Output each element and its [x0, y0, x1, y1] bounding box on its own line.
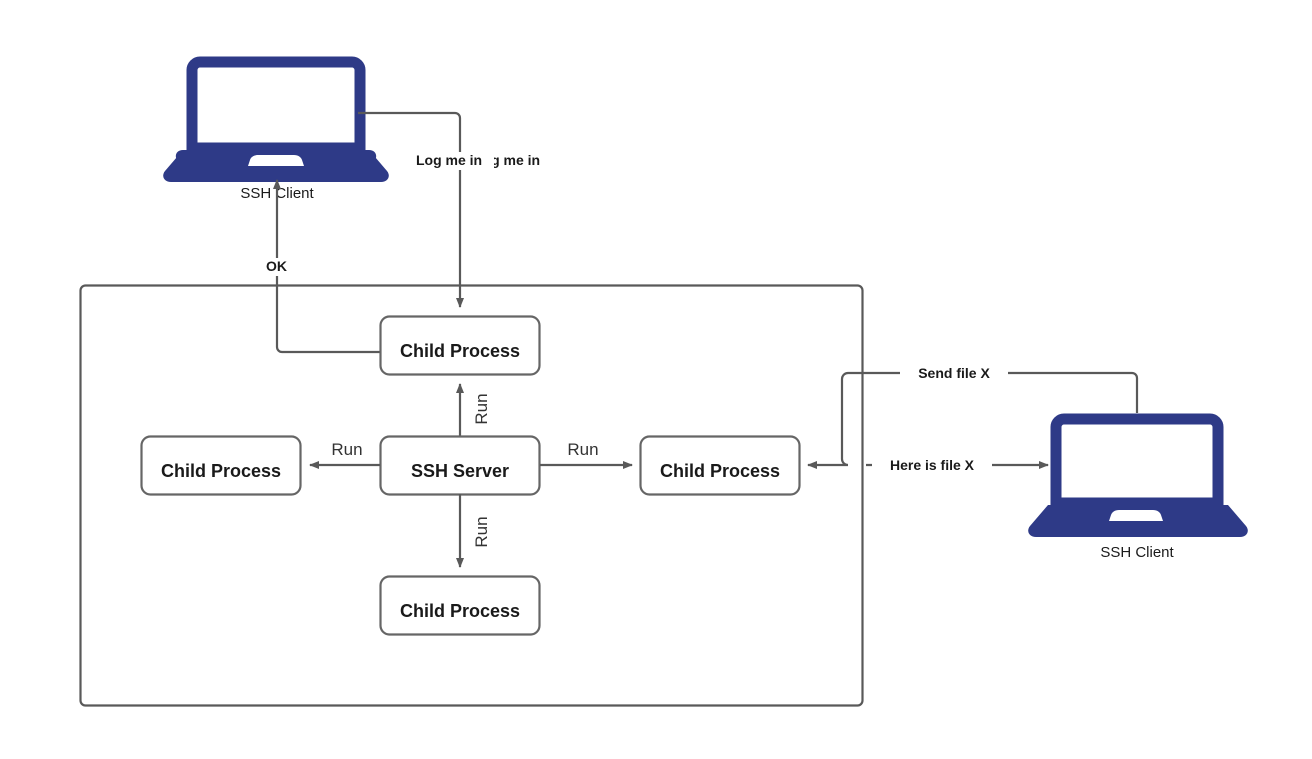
edge-run-right-label: Run: [567, 440, 598, 459]
child-process-right-label: Child Process: [660, 461, 780, 481]
laptop-icon: [1050, 413, 1224, 509]
child-process-top-node: Child Process: [379, 315, 541, 376]
child-process-right-node: Child Process: [639, 435, 801, 496]
child-process-bottom-label: Child Process: [400, 601, 520, 621]
child-process-bottom-node: Child Process: [379, 575, 541, 636]
child-process-right-box: [639, 435, 801, 496]
child-process-bottom-box: [379, 575, 541, 636]
edge-run-down-label: Run: [472, 516, 491, 547]
log-me-in-label-backdrop: [416, 152, 494, 170]
edge-run-left-label: Run: [331, 440, 362, 459]
edge-ok-label-top: OK: [266, 258, 287, 274]
child-process-left-label: Child Process: [161, 461, 281, 481]
ssh-server-host-boundary: [79, 284, 864, 707]
ssh-client-right-caption: SSH Client: [1100, 544, 1174, 561]
ok-label-backdrop: [264, 258, 296, 276]
ssh-server-label: SSH Server: [411, 461, 509, 481]
child-process-left-node: Child Process: [140, 435, 302, 496]
edge-ok: [273, 179, 380, 354]
child-process-top-box: [379, 315, 541, 376]
edge-run-up-label: Run: [472, 393, 491, 424]
laptop-notch-icon: [248, 155, 304, 166]
ssh-client-right-laptop: [1028, 413, 1248, 537]
laptop-icon: [186, 56, 366, 154]
ssh-client-top-laptop: [163, 56, 389, 182]
edge-send-file-x-label-top: Send file X: [918, 365, 990, 381]
send-file-label-backdrop: [900, 365, 1008, 383]
edge-send-file-x: [807, 371, 1139, 469]
edge-log-me-in: [358, 111, 464, 308]
edge-log-me-in-label-top: Log me in: [416, 152, 482, 168]
child-process-top-label: Child Process: [400, 341, 520, 361]
laptop-notch-icon: [1109, 510, 1163, 521]
ssh-server-node: SSH Server: [379, 435, 541, 496]
child-process-left-box: [140, 435, 302, 496]
here-is-file-label-backdrop: [872, 455, 992, 474]
edge-here-is-file-x-label-top: Here is file X: [890, 457, 975, 473]
